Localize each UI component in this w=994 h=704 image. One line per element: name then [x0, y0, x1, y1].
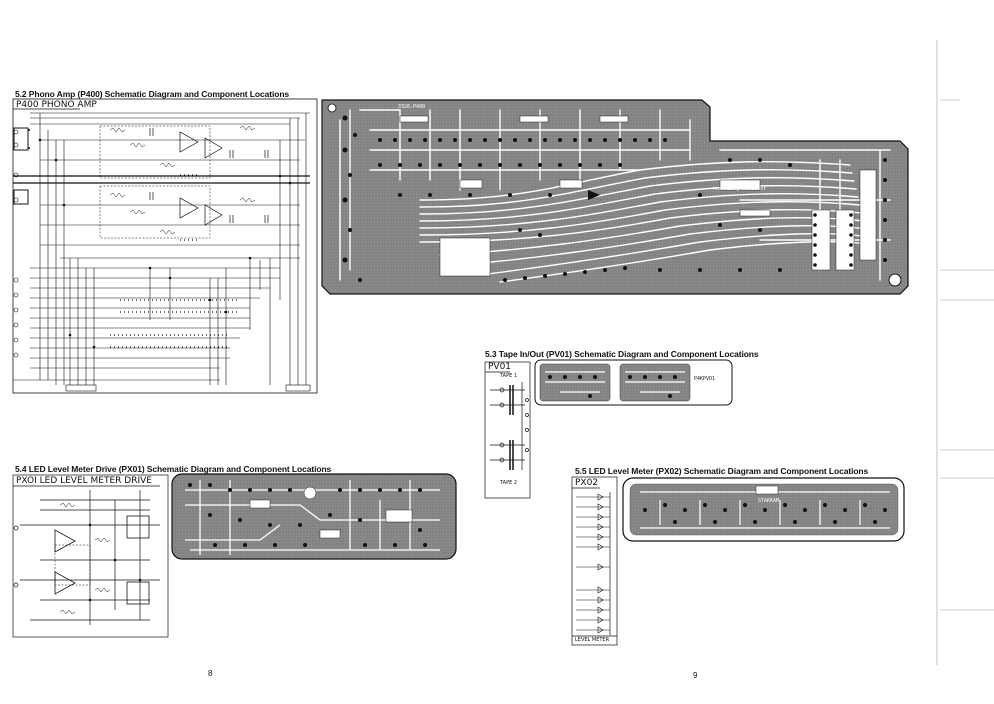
tape1-label: TAPE 1 — [500, 373, 518, 379]
phono-schematic — [12, 98, 318, 394]
page-number-left: 8 — [208, 669, 213, 678]
led-meter-section-title: 5.5 LED Level Meter (PX02) Schematic Dia… — [575, 466, 869, 476]
page-edge-marks — [936, 40, 994, 665]
led-drive-box-label: PXOI LED LEVEL METER DRIVE — [16, 476, 152, 486]
led-meter-schematic — [571, 476, 618, 646]
tape-pcb-code: P4KPVO1 — [694, 376, 716, 382]
phono-pcb — [321, 99, 909, 295]
led-meter-pcb — [622, 477, 905, 542]
tape2-label: TAPE 2 — [500, 480, 518, 486]
led-pcb-code: STAKKAM — [758, 498, 780, 504]
phono-junctions — [38, 138, 292, 349]
tape-box-label: PV01 — [488, 362, 512, 372]
led-drive-schematic — [12, 474, 169, 638]
phono-pcb-code: 3326-P400 — [398, 104, 426, 110]
led-meter-footer-label: LEVEL METER — [575, 637, 610, 643]
tape-schematic — [484, 361, 531, 499]
tape-pcb — [534, 359, 733, 406]
page-number-right: 9 — [693, 671, 698, 680]
phono-section-title: 5.2 Phono Amp (P400) Schematic Diagram a… — [15, 89, 290, 99]
tape-section-title: 5.3 Tape In/Out (PV01) Schematic Diagram… — [485, 349, 759, 359]
recording-selector-label: recording selector — [712, 186, 767, 192]
led-drive-section-title: 5.4 LED Level Meter Drive (PX01) Schemat… — [15, 464, 332, 474]
phono-box-label: P400 PHONO AMP — [16, 100, 97, 110]
led-meter-box-label: PX02 — [575, 478, 599, 488]
led-drive-pcb — [171, 473, 457, 560]
